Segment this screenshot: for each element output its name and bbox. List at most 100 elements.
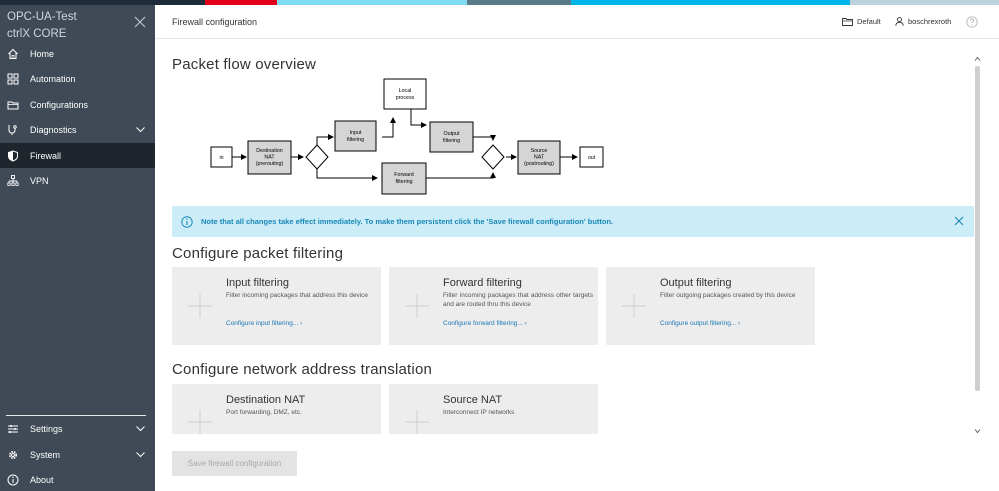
sidebar-item-firewall[interactable]: Firewall <box>0 143 155 168</box>
packet-flow-diagram: in Destination NAT (prerouting) Input fi… <box>210 78 604 195</box>
configuration-selector[interactable]: Default <box>842 17 881 26</box>
card-title: Source NAT <box>443 394 503 406</box>
folder-icon <box>6 98 20 112</box>
flow-node-forward-filtering <box>381 162 427 195</box>
card-description: Filter outgoing packages created by this… <box>660 292 796 299</box>
flow-node-input-filtering <box>334 120 377 152</box>
device-name: ctrlX CORE <box>7 28 67 40</box>
scroll-up-icon[interactable] <box>974 56 981 62</box>
flow-label: Local <box>399 88 412 94</box>
user-menu[interactable]: boschrexroth <box>895 17 951 26</box>
home-icon <box>6 47 20 61</box>
network-icon <box>6 174 20 188</box>
card-title: Destination NAT <box>226 394 306 406</box>
section-title-nat: Configure network address translation <box>172 361 433 378</box>
sidebar-item-settings[interactable]: Settings <box>0 416 155 441</box>
close-icon[interactable] <box>953 215 965 227</box>
header-bar: Firewall configuration Default boschrexr… <box>155 5 999 39</box>
flow-label: filtering <box>443 138 460 144</box>
flow-node-destination-nat <box>247 140 292 175</box>
flow-node-local-process <box>383 78 427 110</box>
configure-input-filtering-link[interactable]: Configure input filtering... › <box>226 320 303 327</box>
chevron-down-icon[interactable] <box>135 423 146 434</box>
card-description: Filter incoming packages that address th… <box>226 292 368 299</box>
flow-node-out <box>579 146 604 168</box>
sidebar-item-label: About <box>30 474 54 485</box>
sidebar-item-system[interactable]: System <box>0 442 155 467</box>
sidebar-item-label: VPN <box>30 175 49 186</box>
plus-icon <box>405 294 429 318</box>
flow-label: process <box>396 95 415 101</box>
card-description: Interconnect IP networks <box>443 409 515 416</box>
chevron-down-icon[interactable] <box>135 124 146 135</box>
sidebar-divider <box>6 415 146 416</box>
configure-output-filtering-link[interactable]: Configure output filtering... › <box>660 320 741 327</box>
app-name: OPC-UA-Test <box>7 11 77 23</box>
sidebar: OPC-UA-Test ctrlX CORE Home Automation C… <box>0 5 155 491</box>
automation-icon <box>6 72 20 86</box>
save-firewall-configuration-button[interactable]: Save firewall configuration <box>172 451 297 476</box>
sidebar-item-home[interactable]: Home <box>0 41 155 66</box>
scroll-down-icon[interactable] <box>974 428 981 434</box>
sidebar-item-label: Automation <box>30 73 76 84</box>
flow-label: Destination <box>256 148 283 154</box>
flow-decision <box>481 144 505 170</box>
flow-label: (postrouting) <box>524 161 554 167</box>
top-color-strip <box>0 0 999 5</box>
flow-decision <box>305 144 329 170</box>
main-content: Packet flow overview <box>155 40 999 491</box>
strip-segment <box>571 0 850 5</box>
card-description: Port forwarding, DMZ, etc. <box>226 409 302 416</box>
user-name: boschrexroth <box>908 17 952 26</box>
sidebar-item-label: Configurations <box>30 99 89 110</box>
plus-icon <box>188 410 212 434</box>
info-banner: Note that all changes take effect immedi… <box>172 206 974 237</box>
sidebar-item-vpn[interactable]: VPN <box>0 168 155 193</box>
sidebar-item-about[interactable]: About <box>0 467 155 491</box>
sidebar-item-label: Diagnostics <box>30 124 77 135</box>
strip-segment <box>850 0 999 5</box>
strip-segment <box>205 0 277 5</box>
scrollbar-thumb[interactable] <box>975 66 980 391</box>
scrollbar[interactable] <box>973 56 982 434</box>
card-input-filtering[interactable]: Input filtering Filter incoming packages… <box>172 267 381 345</box>
sidebar-item-label: Settings <box>30 423 63 434</box>
configuration-name: Default <box>857 17 881 26</box>
sidebar-item-automation[interactable]: Automation <box>0 66 155 91</box>
section-title-packet-filtering: Configure packet filtering <box>172 245 344 262</box>
sidebar-item-label: System <box>30 449 61 460</box>
strip-segment <box>277 0 467 5</box>
card-title: Forward filtering <box>443 277 522 289</box>
flow-label: filtering <box>347 137 364 143</box>
flow-label: filtering <box>395 179 412 185</box>
info-icon <box>6 473 20 487</box>
diagnostics-icon <box>6 123 20 137</box>
card-destination-nat[interactable]: Destination NAT Port forwarding, DMZ, et… <box>172 384 381 434</box>
flow-label: NAT <box>264 155 275 161</box>
app-title: OPC-UA-Test ctrlX CORE <box>7 9 77 43</box>
folder-icon <box>842 18 853 26</box>
configure-forward-filtering-link[interactable]: Configure forward filtering... › <box>443 320 527 327</box>
card-output-filtering[interactable]: Output filtering Filter outgoing package… <box>606 267 815 345</box>
sidebar-item-configurations[interactable]: Configurations <box>0 92 155 117</box>
help-icon[interactable] <box>966 16 978 28</box>
banner-message: Note that all changes take effect immedi… <box>201 217 614 226</box>
chevron-down-icon[interactable] <box>135 449 146 460</box>
flow-node-output-filtering <box>429 121 474 153</box>
card-description: Filter incoming packages that address ot… <box>443 292 593 308</box>
strip-segment <box>467 0 571 5</box>
card-title: Output filtering <box>660 277 732 289</box>
flow-label: Output <box>444 131 460 137</box>
flow-node-in <box>210 146 233 168</box>
sidebar-item-diagnostics[interactable]: Diagnostics <box>0 117 155 142</box>
plus-icon <box>405 410 429 434</box>
info-icon <box>181 215 193 228</box>
gear-icon <box>6 448 20 462</box>
page-title: Firewall configuration <box>172 17 258 27</box>
sidebar-item-label: Firewall <box>30 150 62 161</box>
flow-label-out: out <box>588 155 596 161</box>
flow-label: NAT <box>534 155 545 161</box>
close-sidebar-icon[interactable] <box>133 15 147 29</box>
card-forward-filtering[interactable]: Forward filtering Filter incoming packag… <box>389 267 598 345</box>
card-source-nat[interactable]: Source NAT Interconnect IP networks <box>389 384 598 434</box>
